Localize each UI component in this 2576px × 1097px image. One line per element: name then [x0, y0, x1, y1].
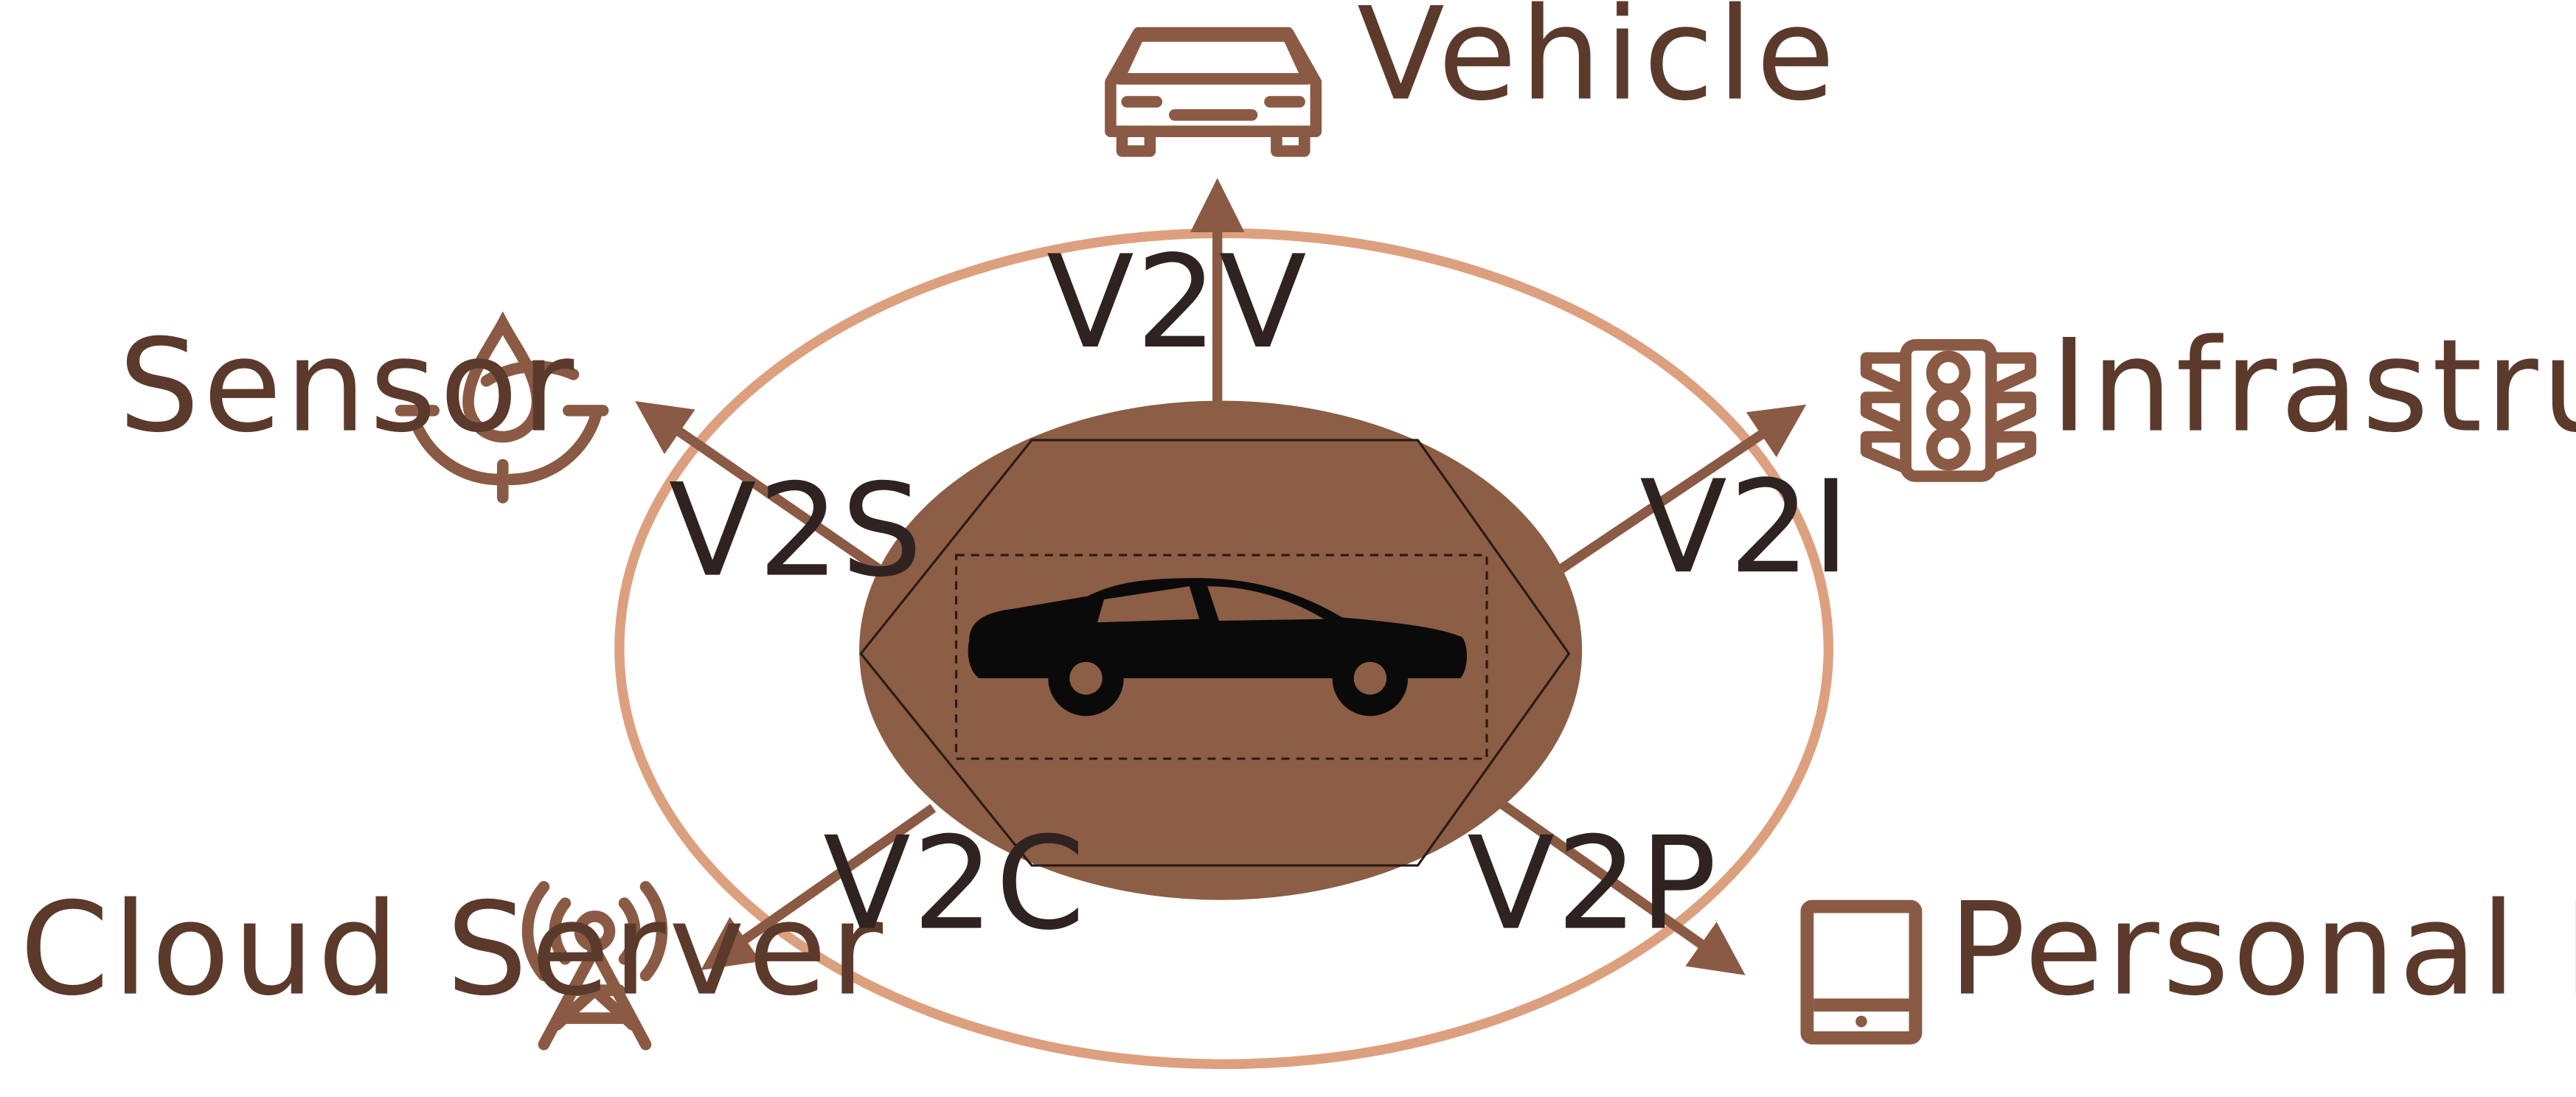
arrow-v2s: [635, 401, 890, 579]
link-label-v2c: V2C: [823, 809, 1086, 958]
node-label-sensor: Sensor: [118, 312, 577, 461]
central-hub: [859, 400, 1583, 900]
node-label-personal-device: Personal Device: [1948, 875, 2576, 1024]
tablet-icon: [1800, 899, 1923, 1045]
node-label-vehicle: Vehicle: [1357, 0, 1839, 129]
car-silhouette-icon: [968, 578, 1468, 717]
link-label-v2i: V2I: [1639, 453, 1851, 602]
arrow-v2p: [1495, 797, 1746, 975]
link-label-v2p: V2P: [1467, 809, 1718, 958]
arrow-v2i: [1549, 404, 1807, 579]
car-front-icon: [1105, 27, 1322, 157]
link-label-v2v: V2V: [1046, 228, 1308, 377]
sensor-drop-icon: [395, 311, 609, 504]
traffic-light-icon: [1860, 338, 2037, 482]
radio-tower-icon: [521, 881, 668, 1051]
arrow-v2c: [701, 804, 937, 970]
outer-ring: [614, 228, 1834, 1070]
link-label-v2s: V2S: [669, 456, 924, 605]
node-label-cloud-server: Cloud Server: [20, 875, 886, 1024]
node-label-infrastructure: Infrastructure: [2050, 312, 2576, 461]
